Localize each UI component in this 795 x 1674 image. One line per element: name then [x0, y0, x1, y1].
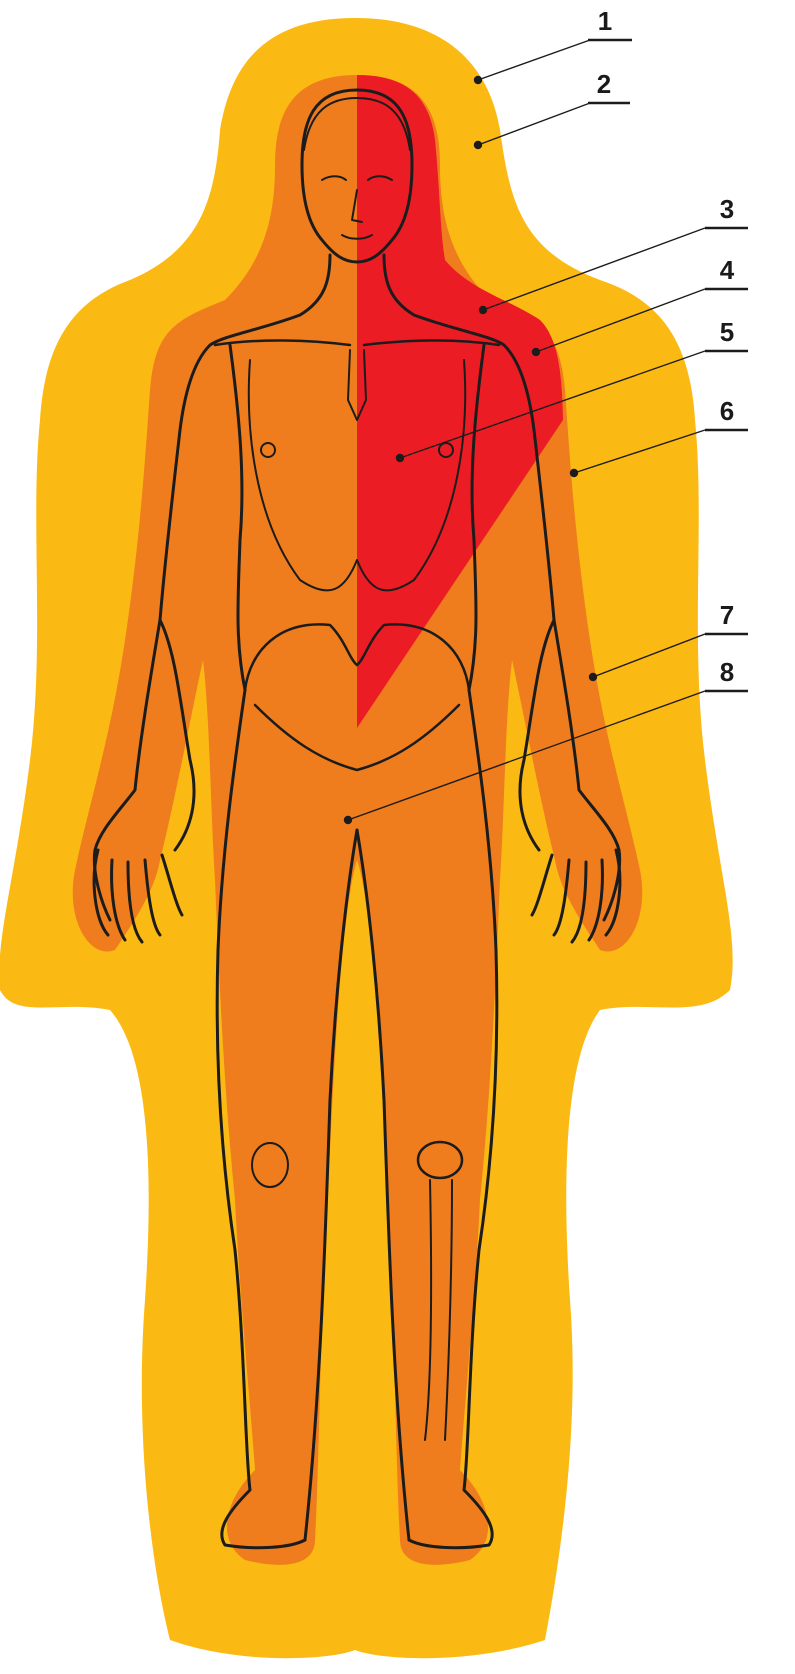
callout-label-4: 4 — [720, 255, 735, 285]
callout-label-7: 7 — [720, 600, 734, 630]
callout-label-8: 8 — [720, 657, 734, 687]
leader-line-1 — [478, 40, 590, 80]
leader-dot-8 — [345, 817, 352, 824]
callout-label-5: 5 — [720, 317, 734, 347]
callout-label-2: 2 — [597, 69, 611, 99]
leader-dot-6 — [571, 470, 578, 477]
callout-label-1: 1 — [598, 6, 612, 36]
callout-label-6: 6 — [720, 396, 734, 426]
leader-dot-3 — [480, 307, 487, 314]
leader-dot-7 — [590, 674, 597, 681]
callout-label-3: 3 — [720, 194, 734, 224]
leader-dot-4 — [533, 349, 540, 356]
leader-dot-2 — [475, 142, 482, 149]
leader-dot-1 — [475, 77, 482, 84]
leader-dot-5 — [397, 455, 404, 462]
